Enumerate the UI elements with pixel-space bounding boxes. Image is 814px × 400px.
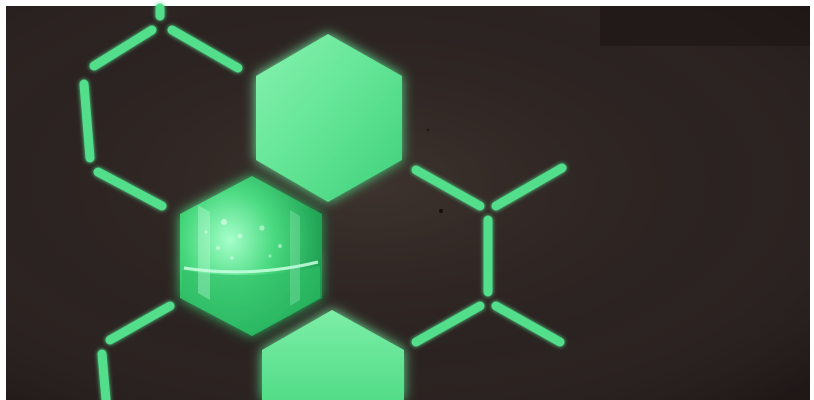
glass-hexagon <box>180 176 322 336</box>
bar-segment <box>491 163 567 211</box>
panel-vignette <box>6 6 810 400</box>
bar-segment <box>411 165 485 211</box>
solid-hexagon-bottom <box>262 310 404 400</box>
bar-segment <box>97 349 111 400</box>
speck <box>426 128 430 132</box>
top-right-shadow <box>600 6 810 46</box>
speck <box>439 209 443 213</box>
bar-segment <box>167 25 243 73</box>
bar-segment <box>89 25 157 71</box>
bar-segment <box>79 79 95 163</box>
solid-hexagon-top <box>256 34 402 202</box>
bar-segment <box>105 301 175 345</box>
bar-segment <box>491 301 565 347</box>
bar-segment <box>93 167 167 211</box>
bar-segment <box>411 301 485 347</box>
